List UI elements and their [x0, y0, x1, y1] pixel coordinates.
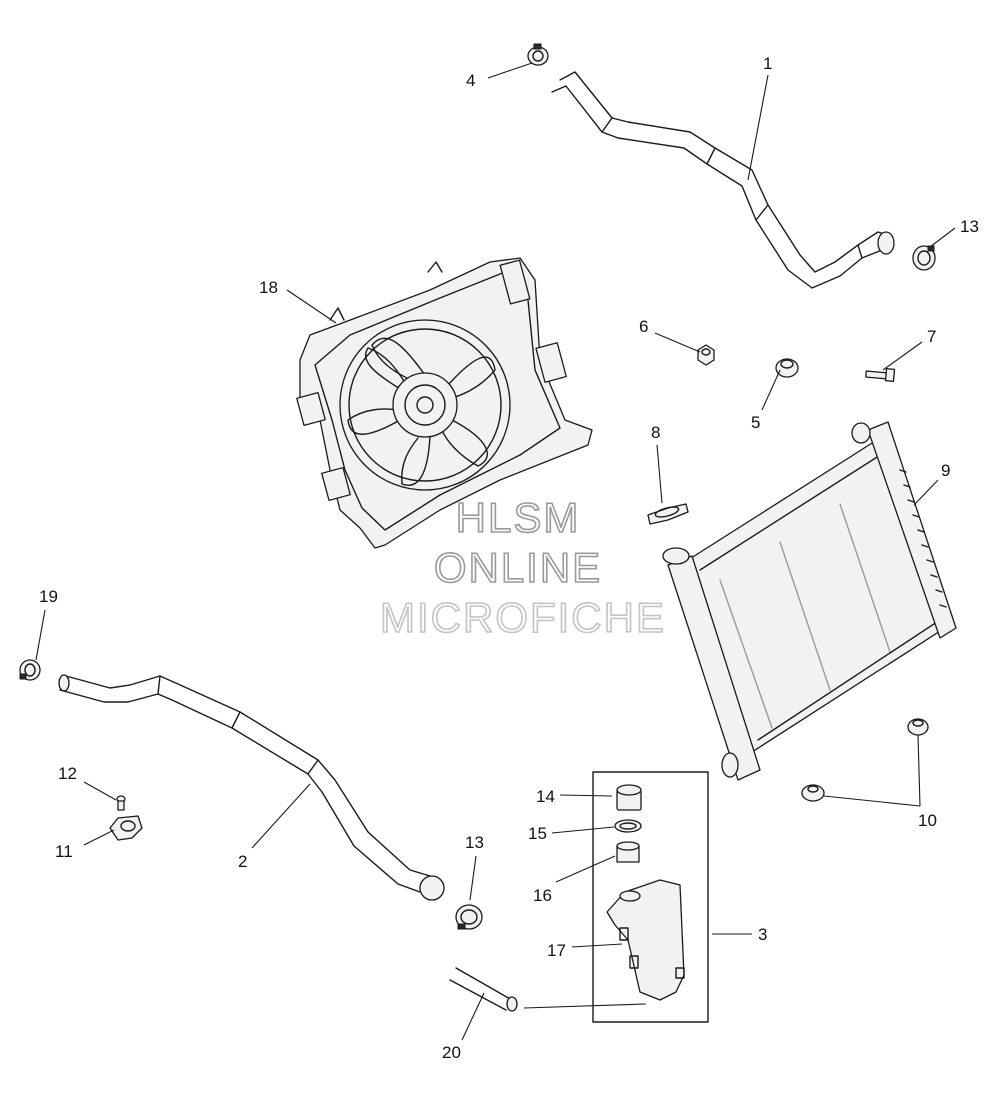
part-7-bolt: [865, 368, 896, 382]
callout-13-lower: 13: [465, 833, 484, 852]
part-8-radiator-cap: [647, 503, 689, 525]
part-1-upper-hose: [551, 71, 895, 289]
part-16-insert: [616, 841, 640, 863]
callout-2: 2: [238, 852, 247, 871]
part-5-grommet: [775, 358, 799, 378]
callout-15: 15: [528, 824, 547, 843]
callout-14: 14: [536, 787, 555, 806]
part-18-fan-shroud: [296, 257, 593, 549]
callout-17: 17: [547, 941, 566, 960]
part-3-reservoir-assembly: [592, 771, 709, 1023]
part-2-lower-hose: [58, 674, 445, 901]
callout-6: 6: [639, 317, 648, 336]
callout-1: 1: [763, 54, 772, 73]
callout-11: 11: [55, 842, 73, 861]
callout-18: 18: [259, 278, 278, 297]
callout-8: 8: [651, 423, 660, 442]
part-13-clamp-lower: [455, 904, 483, 930]
callout-19: 19: [39, 587, 58, 606]
part-4-clamp: [527, 43, 549, 66]
part-11-bracket: [109, 815, 143, 841]
callout-16: 16: [533, 886, 552, 905]
watermark-line-3: MICROFICHE: [380, 594, 666, 641]
callout-9: 9: [941, 461, 950, 480]
part-15-seal: [614, 819, 642, 833]
part-9-radiator: [662, 421, 957, 781]
watermark-line-1: HLSM: [456, 494, 581, 541]
callout-13-upper: 13: [960, 217, 979, 236]
callout-labels: 1 2 3 4 5 6 7 8 9 10 11 12 13 13 14 15 1…: [39, 54, 979, 1062]
watermark-line-2: ONLINE: [434, 544, 602, 591]
part-6-nut: [697, 344, 715, 366]
callout-4: 4: [466, 71, 475, 90]
part-13-clamp-upper: [912, 245, 936, 271]
part-19-clamp: [19, 659, 41, 681]
callout-20: 20: [442, 1043, 461, 1062]
part-17-reservoir: [606, 879, 685, 1001]
callout-3: 3: [758, 925, 767, 944]
part-14-reservoir-cap: [616, 784, 642, 811]
callout-10: 10: [918, 811, 937, 830]
part-12-screw: [116, 795, 126, 811]
callout-12: 12: [58, 764, 77, 783]
part-20-overflow-hose: [449, 967, 518, 1012]
part-10-grommets: [801, 718, 929, 802]
leader-lines: [35, 62, 956, 1041]
watermark: HLSM ONLINE MICROFICHE: [379, 493, 666, 642]
callout-5: 5: [751, 413, 760, 432]
callout-7: 7: [927, 327, 936, 346]
